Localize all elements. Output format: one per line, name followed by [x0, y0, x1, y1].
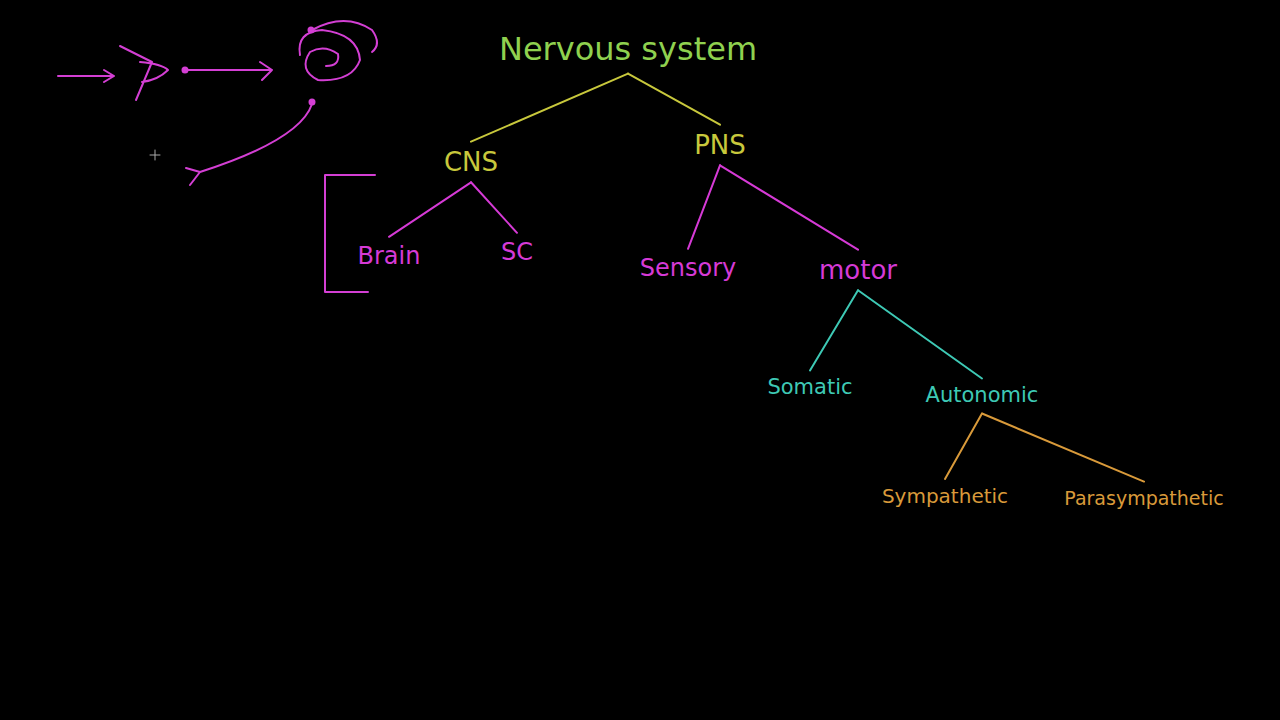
tree-node: Sensory [636, 253, 740, 283]
node-label: Brain [358, 243, 421, 269]
tree-branch [720, 165, 858, 249]
tree-node: motor [815, 254, 901, 287]
neuron-body [309, 28, 314, 33]
tree-branch [982, 414, 1144, 482]
tree-branch [945, 414, 982, 479]
tree-node: CNS [440, 146, 502, 179]
tree-node: Autonomic [922, 382, 1043, 409]
node-label: Sympathetic [882, 485, 1008, 507]
cursor-cross [150, 150, 160, 160]
motor-neuron [186, 104, 312, 185]
stimulus-arrow [58, 70, 114, 82]
node-label: Sensory [640, 255, 736, 281]
node-label: Parasympathetic [1064, 488, 1223, 509]
tree-branch [858, 290, 982, 378]
node-label: PNS [694, 131, 746, 160]
tree-node: Somatic [763, 374, 856, 401]
sensory-neuron [187, 62, 272, 80]
tree-branch [628, 74, 720, 125]
node-label: Nervous system [499, 32, 757, 67]
eye-sketch [120, 46, 168, 100]
tree-branch [471, 74, 628, 142]
brain-sketch [299, 21, 377, 80]
tree-node: Nervous system [495, 30, 761, 69]
tree-node: SC [497, 237, 537, 267]
node-label: CNS [444, 148, 498, 177]
tree-node: Brain [354, 241, 425, 271]
tree-branch [471, 182, 517, 233]
tree-branch [810, 290, 858, 370]
bracket [325, 175, 375, 292]
tree-node: Parasympathetic [1060, 486, 1227, 511]
tree-node: Sympathetic [878, 483, 1012, 509]
node-label: SC [501, 239, 533, 265]
tree-node: PNS [690, 129, 750, 162]
tree-branch [389, 182, 471, 237]
node-label: Autonomic [926, 384, 1039, 407]
node-label: motor [819, 256, 897, 285]
node-label: Somatic [767, 376, 852, 399]
tree-branch [688, 165, 720, 249]
